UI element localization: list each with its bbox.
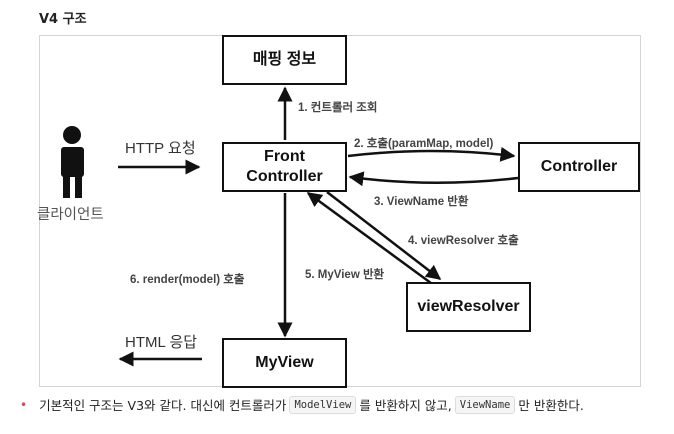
note-text-1: 기본적인 구조는 V3와 같다. 대신에 컨트롤러가 [39,398,287,413]
return-myview-label: 5. MyView 반환 [305,269,385,281]
view-resolver-call-arrow [326,191,442,280]
note-text-2: 를 반환하지 않고, [359,398,452,413]
code-viewname: ViewName [454,395,516,414]
note-text-3: 만 반환한다. [518,398,584,413]
call-arrow [347,146,516,162]
client-person-icon [61,126,84,198]
view-resolver-call-label: 4. viewResolver 호출 [408,235,519,247]
return-viewname-arrow [348,171,519,187]
html-response-label: HTML 응답 [125,334,198,351]
client-label: 클라이언트 [37,207,104,223]
front-controller-box: Front Controller [222,142,347,192]
bullet-icon: • [20,397,28,412]
http-request-label: HTTP 요청 [125,140,196,157]
return-viewname-label: 3. ViewName 반환 [374,196,469,208]
call-label: 2. 호출(paramMap, model) [354,138,494,150]
view-resolver-box: viewResolver [406,282,531,332]
render-label: 6. render(model) 호출 [130,274,245,286]
my-view-box: MyView [222,338,347,388]
note-line: • 기본적인 구조는 V3와 같다. 대신에 컨트롤러가 ModelView 를… [20,395,584,414]
page-title: V4 구조 [39,12,87,27]
code-modelview: ModelView [289,395,357,414]
controller-box: Controller [518,142,640,192]
lookup-label: 1. 컨트롤러 조회 [298,102,378,114]
return-myview-arrow [306,191,436,288]
mapping-info-box: 매핑 정보 [222,35,347,85]
